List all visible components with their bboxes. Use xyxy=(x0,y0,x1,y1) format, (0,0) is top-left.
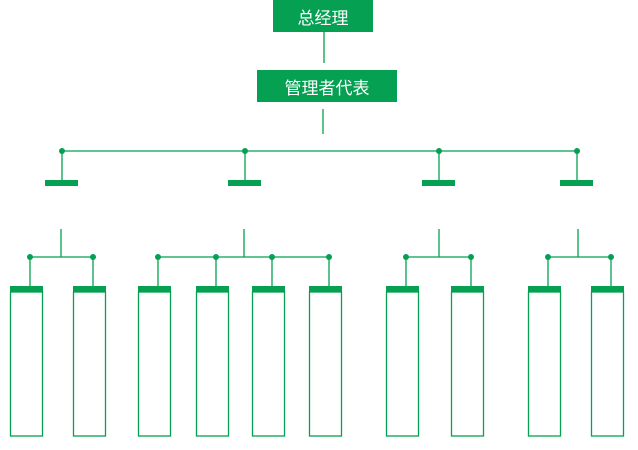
subunit-header xyxy=(591,286,624,292)
subunit-box[interactable] xyxy=(385,291,420,437)
subunit-header xyxy=(386,286,419,292)
subunit-header xyxy=(252,286,285,292)
subunit-box[interactable] xyxy=(308,291,343,437)
department-node[interactable] xyxy=(560,180,593,186)
subunit-box[interactable] xyxy=(137,291,172,437)
subunit-header xyxy=(73,286,106,292)
department-node[interactable] xyxy=(45,180,78,186)
subunit-box[interactable] xyxy=(9,291,44,437)
root-node-general-manager[interactable]: 总经理 xyxy=(273,0,373,32)
subunit-header xyxy=(138,286,171,292)
subunit-header xyxy=(309,286,342,292)
subunit-box[interactable] xyxy=(450,291,485,437)
subunit-box[interactable] xyxy=(527,291,562,437)
subunit-header xyxy=(196,286,229,292)
management-representative-label: 管理者代表 xyxy=(284,78,370,99)
subunit-header xyxy=(528,286,561,292)
subunit-header xyxy=(10,286,43,292)
subunit-box[interactable] xyxy=(590,291,625,437)
subunit-box[interactable] xyxy=(72,291,107,437)
root-node-label: 总经理 xyxy=(297,8,349,29)
subunit-box[interactable] xyxy=(251,291,286,437)
department-node[interactable] xyxy=(422,180,455,186)
management-representative-node[interactable]: 管理者代表 xyxy=(257,70,397,102)
subunit-box[interactable] xyxy=(195,291,230,437)
department-node[interactable] xyxy=(228,180,261,186)
subunit-header xyxy=(451,286,484,292)
